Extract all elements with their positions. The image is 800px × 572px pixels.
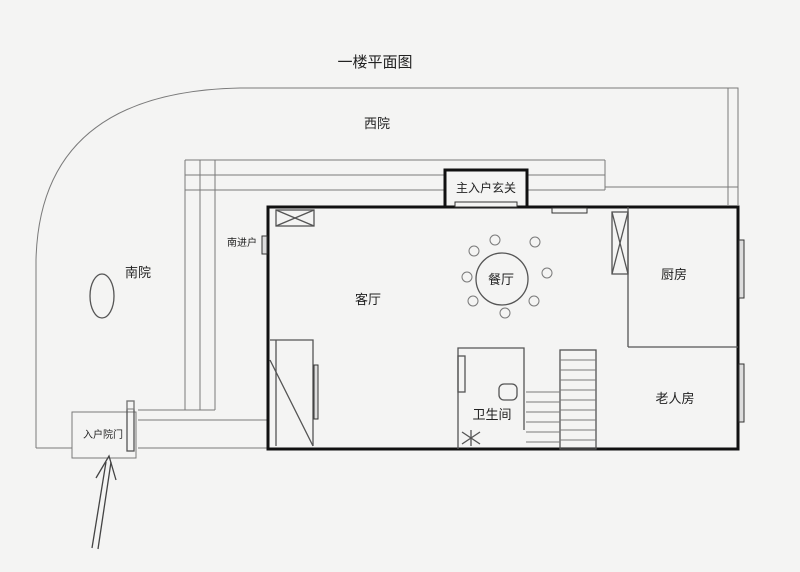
label-south-entry: 南进户 — [227, 236, 257, 249]
yard-boundary — [35, 87, 739, 448]
living-wardrobe — [269, 339, 319, 447]
entry-arrow — [91, 454, 117, 550]
south-yard-oval — [89, 273, 115, 319]
staircase — [526, 349, 597, 450]
main-entrance-door[interactable] — [454, 201, 518, 208]
label-elderly-room: 老人房 — [655, 391, 694, 407]
living-cabinet — [275, 209, 315, 227]
label-south-yard: 南院 — [125, 265, 151, 281]
label-kitchen: 厨房 — [661, 267, 687, 283]
main-entrance[interactable] — [443, 168, 529, 209]
yard-gate[interactable] — [71, 400, 137, 459]
label-bathroom: 卫生间 — [472, 408, 511, 423]
plan-title: 一楼平面图 — [337, 53, 412, 71]
inner-walls — [138, 159, 738, 449]
label-main-entrance: 主入户玄关 — [456, 180, 516, 195]
kitchen-walls — [611, 207, 745, 348]
dining-table — [461, 234, 553, 319]
top-window — [551, 207, 588, 214]
bathroom-walls — [457, 347, 525, 449]
label-west-yard: 西院 — [364, 117, 390, 132]
south-entry-door[interactable] — [261, 235, 268, 255]
label-dining-room: 餐厅 — [488, 272, 514, 288]
elderly-room-window — [738, 363, 745, 423]
label-living-room: 客厅 — [355, 292, 381, 308]
label-yard-gate: 入户院门 — [83, 428, 123, 441]
